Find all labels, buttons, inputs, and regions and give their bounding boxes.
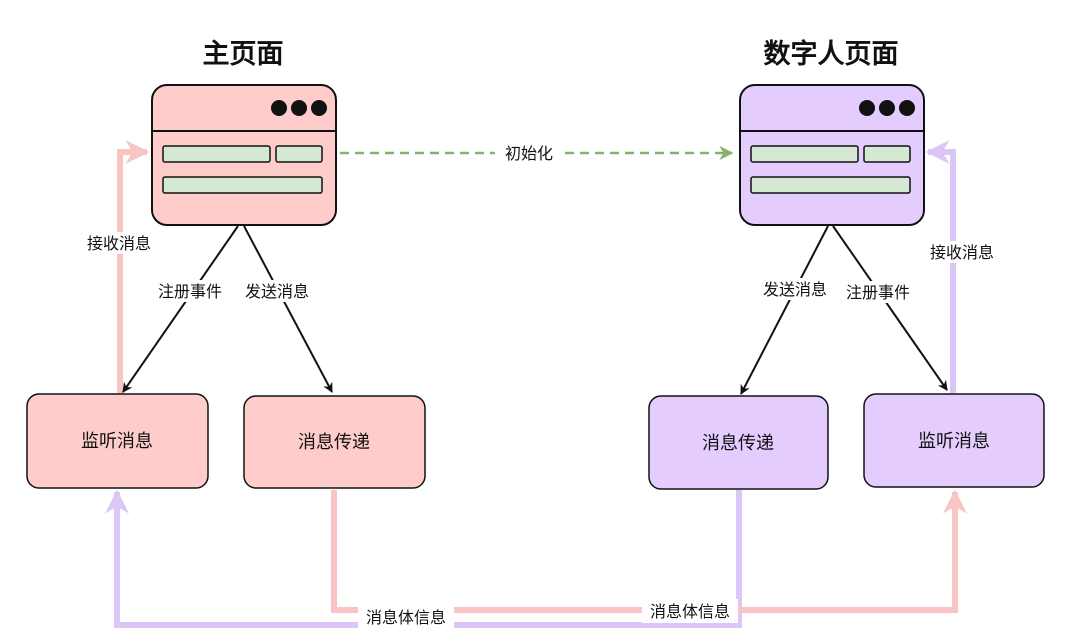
digital-listen-box: 监听消息 [863, 393, 1045, 488]
window-dot-icon [899, 100, 915, 116]
digital-page-window [739, 84, 925, 226]
main-to-digital-message-arrow [331, 489, 967, 613]
digital-deliver-box: 消息传递 [648, 395, 829, 490]
digital-page-title: 数字人页面 [764, 38, 899, 70]
digital-register-label: 注册事件 [846, 283, 910, 302]
content-bar [275, 145, 323, 163]
content-bar [863, 145, 911, 163]
window-dot-icon [879, 100, 895, 116]
main-receive-arrow [117, 140, 150, 398]
main-page-window [151, 84, 337, 226]
digital-send-arrow [740, 225, 829, 395]
main-listen-text: 监听消息 [81, 431, 153, 452]
window-dot-icon [291, 100, 307, 116]
main-deliver-box: 消息传递 [243, 395, 426, 489]
window-dot-icon [311, 100, 327, 116]
digital-receive-label: 接收消息 [930, 243, 994, 262]
digital-register-arrow [832, 225, 948, 391]
digital-deliver-text: 消息传递 [702, 433, 774, 454]
digital-send-label: 发送消息 [763, 280, 827, 299]
init-label: 初始化 [505, 144, 553, 163]
init-label-bg [495, 142, 563, 166]
digital-receive-arrow [925, 140, 956, 393]
content-bar [162, 145, 271, 163]
bottom-right-message-label: 消息体信息 [650, 602, 730, 621]
window-dot-icon [859, 100, 875, 116]
main-send-arrow [243, 225, 333, 393]
main-listen-box: 监听消息 [26, 393, 209, 489]
main-send-label: 发送消息 [245, 282, 309, 301]
content-bar [750, 176, 911, 194]
content-bar [162, 176, 323, 194]
main-deliver-text: 消息传递 [298, 432, 370, 453]
bottom-left-message-label: 消息体信息 [366, 608, 446, 627]
digital-listen-text: 监听消息 [918, 431, 990, 452]
main-page-title: 主页面 [203, 39, 284, 70]
main-register-label: 注册事件 [158, 282, 222, 301]
window-dot-icon [271, 100, 287, 116]
content-bar [750, 145, 859, 163]
main-receive-label: 接收消息 [87, 234, 151, 253]
main-register-arrow [122, 225, 239, 393]
